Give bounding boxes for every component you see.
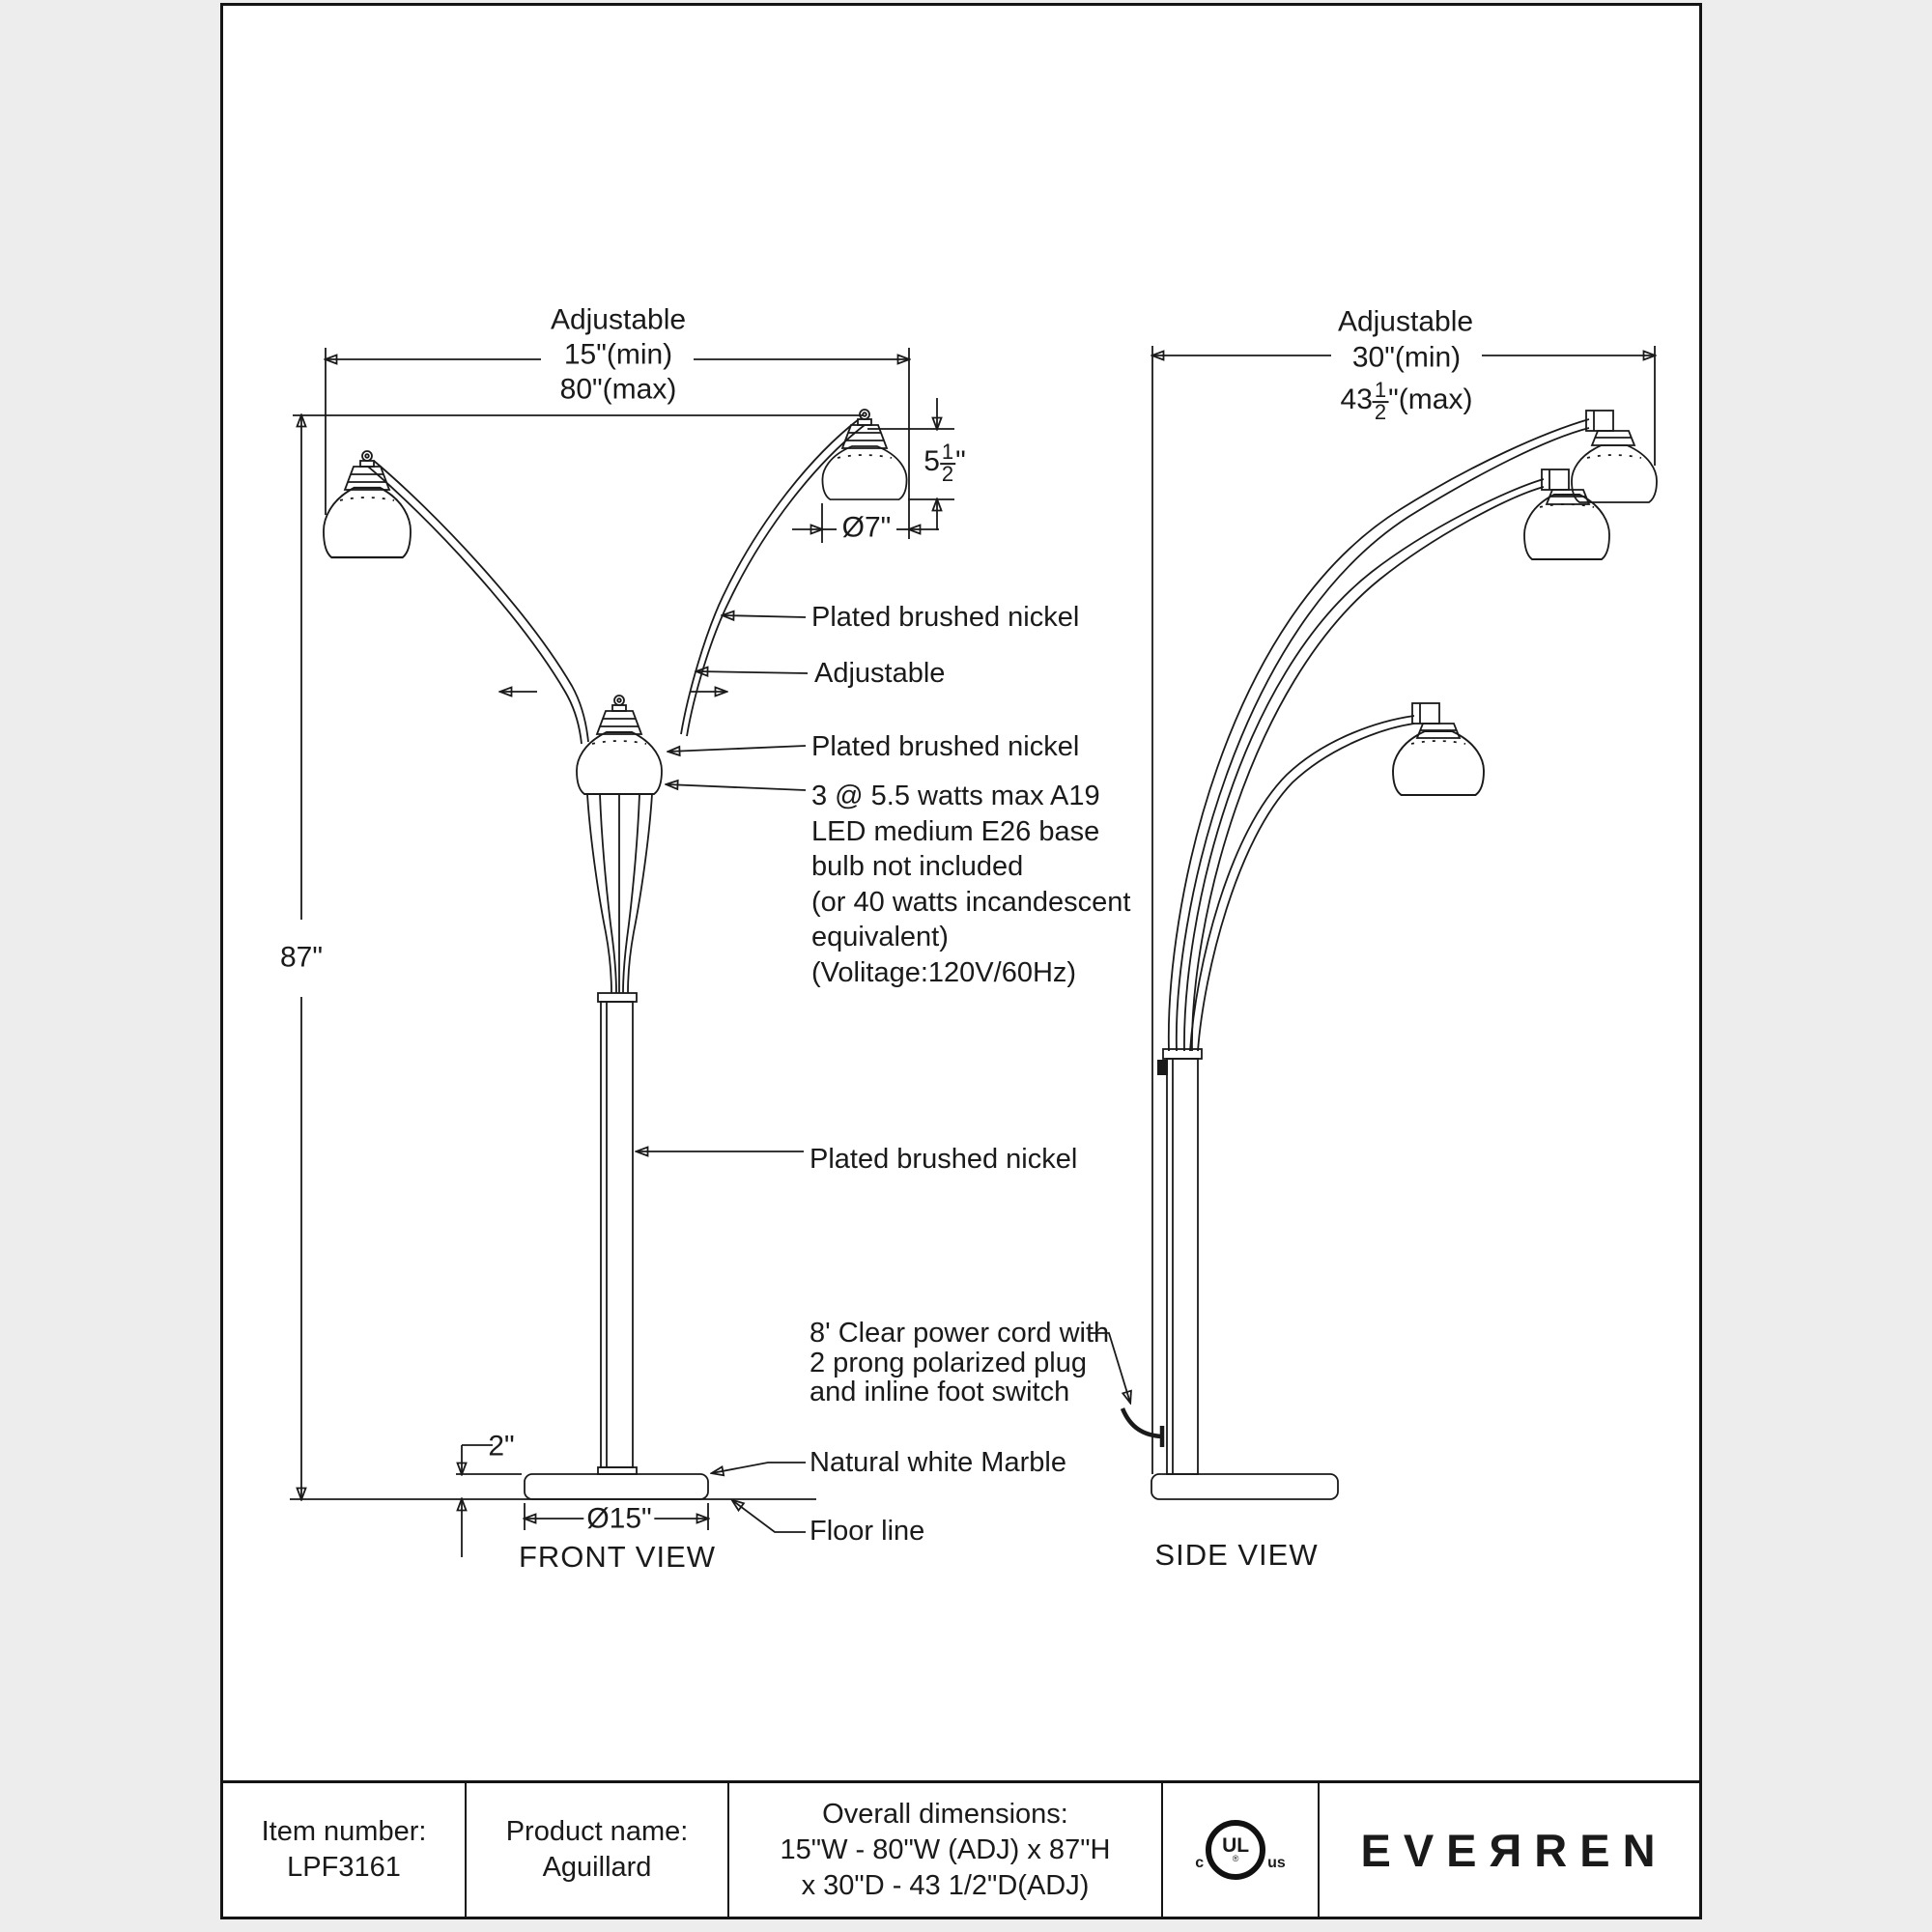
overall-dimensions-label: Overall dimensions: xyxy=(822,1798,1068,1830)
bulb-spec-line: (Volitage:120V/60Hz) xyxy=(811,956,1077,988)
power-cord xyxy=(1120,1407,1165,1447)
shade-height-unit: " xyxy=(955,445,966,477)
side-view-title: SIDE VIEW xyxy=(1154,1537,1319,1572)
product-name-cell: Product name: Aguillard xyxy=(465,1783,727,1917)
front-marble-base xyxy=(524,1473,709,1500)
power-cord-block: 8' Clear power cord with 2 prong polariz… xyxy=(810,1319,1109,1407)
bulb-spec-line: equivalent) xyxy=(811,922,949,952)
side-arm-arcs xyxy=(1167,418,1590,1052)
base-diameter-value: Ø15" xyxy=(583,1502,655,1535)
side-view-drawing xyxy=(1090,346,1658,1500)
front-view-drawing xyxy=(290,348,954,1557)
fraction-denominator: 2 xyxy=(941,462,954,486)
certification-cell: c UL ® us xyxy=(1161,1783,1318,1917)
cord-leader-line xyxy=(1090,1332,1130,1403)
item-number-label: Item number: xyxy=(261,1816,427,1847)
side-depth-dimension xyxy=(1152,346,1655,1474)
depth-max-unit: "(max) xyxy=(1388,384,1473,415)
bulb-spec-line: (or 40 watts incandescent xyxy=(811,886,1131,918)
front-width-label-adjustable: Adjustable xyxy=(550,303,687,336)
sheet-border xyxy=(220,3,1702,1919)
base-diameter-dimension xyxy=(525,1503,708,1530)
product-name-label: Product name: xyxy=(505,1816,689,1847)
front-width-dimension xyxy=(326,348,909,539)
front-leader-lines xyxy=(500,615,809,1533)
front-arm-tubes xyxy=(586,793,653,994)
inline-switch xyxy=(1157,1060,1168,1075)
overall-dimensions-cell: Overall dimensions: 15"W - 80"W (ADJ) x … xyxy=(727,1783,1161,1917)
shade-material-label: Plated brushed nickel xyxy=(811,731,1080,763)
front-right-arm xyxy=(680,418,866,737)
side-lower-shade xyxy=(1392,730,1485,796)
cord-line: 8' Clear power cord with xyxy=(810,1318,1110,1349)
arm-adjustable-label: Adjustable xyxy=(814,658,946,690)
side-pole xyxy=(1162,1048,1203,1475)
ul-canada-letter: c xyxy=(1195,1854,1205,1871)
ul-letters: UL xyxy=(1222,1833,1250,1857)
side-depth-min: 30"(min) xyxy=(1351,341,1462,374)
front-width-max: 80"(max) xyxy=(559,373,677,406)
front-left-arm xyxy=(367,460,589,745)
base-height-value: 2" xyxy=(488,1430,515,1463)
shade-mounts xyxy=(1415,430,1636,739)
front-right-shade xyxy=(821,409,908,500)
base-material-label: Natural white Marble xyxy=(810,1447,1066,1479)
product-name-value: Aguillard xyxy=(542,1852,652,1883)
front-center-shade xyxy=(576,695,663,795)
base-height-dimension xyxy=(456,1444,522,1557)
shade-height-whole: 5 xyxy=(923,445,940,477)
bulb-spec-line: LED medium E26 base xyxy=(811,815,1100,847)
fraction-numerator: 1 xyxy=(939,440,956,465)
fraction-numerator: 1 xyxy=(1372,378,1389,403)
ul-circle-mark: UL ® xyxy=(1206,1820,1266,1880)
title-block-table: Item number: LPF3161 Product name: Aguil… xyxy=(220,1780,1702,1919)
ul-listed-icon: c UL ® us xyxy=(1195,1820,1286,1881)
bulb-spec-line: bulb not included xyxy=(811,851,1024,882)
registered-symbol: ® xyxy=(1232,1853,1239,1863)
bulb-spec-line: 3 @ 5.5 watts max A19 xyxy=(811,781,1100,811)
cord-line: 2 prong polarized plug xyxy=(810,1347,1087,1378)
pole-material-label: Plated brushed nickel xyxy=(810,1144,1078,1176)
front-view-title: FRONT VIEW xyxy=(518,1539,717,1574)
side-depth-label-adjustable: Adjustable xyxy=(1337,305,1474,338)
height-dimension-value: 87" xyxy=(275,939,327,976)
shade-diameter-dimension xyxy=(792,503,939,543)
brand-logo: EVEЯREN xyxy=(1360,1824,1668,1876)
side-marble-base xyxy=(1151,1473,1339,1500)
shade-diameter-value: Ø7" xyxy=(841,511,892,544)
cord-line: and inline foot switch xyxy=(810,1377,1070,1407)
item-number-cell: Item number: LPF3161 xyxy=(223,1783,465,1917)
front-pole xyxy=(597,992,638,1475)
overall-dimensions-line3: x 30"D - 43 1/2"D(ADJ) xyxy=(801,1869,1090,1901)
overall-dimensions-line2: 15"W - 80"W (ADJ) x 87"H xyxy=(780,1833,1111,1865)
front-height-dimension xyxy=(293,415,863,1499)
floor-line-label: Floor line xyxy=(810,1516,925,1548)
bulb-spec-block: 3 @ 5.5 watts max A19 LED medium E26 bas… xyxy=(811,779,1130,990)
front-width-min: 15"(min) xyxy=(563,338,673,371)
depth-max-whole: 43 xyxy=(1340,384,1373,415)
front-left-shade xyxy=(322,450,412,559)
brand-cell: EVEЯREN xyxy=(1318,1783,1699,1917)
arm-material-label: Plated brushed nickel xyxy=(811,602,1080,634)
ul-us-letters: us xyxy=(1267,1854,1286,1871)
shade-height-dimension xyxy=(867,398,954,530)
fraction-denominator: 2 xyxy=(1374,400,1387,424)
item-number-value: LPF3161 xyxy=(287,1852,401,1883)
